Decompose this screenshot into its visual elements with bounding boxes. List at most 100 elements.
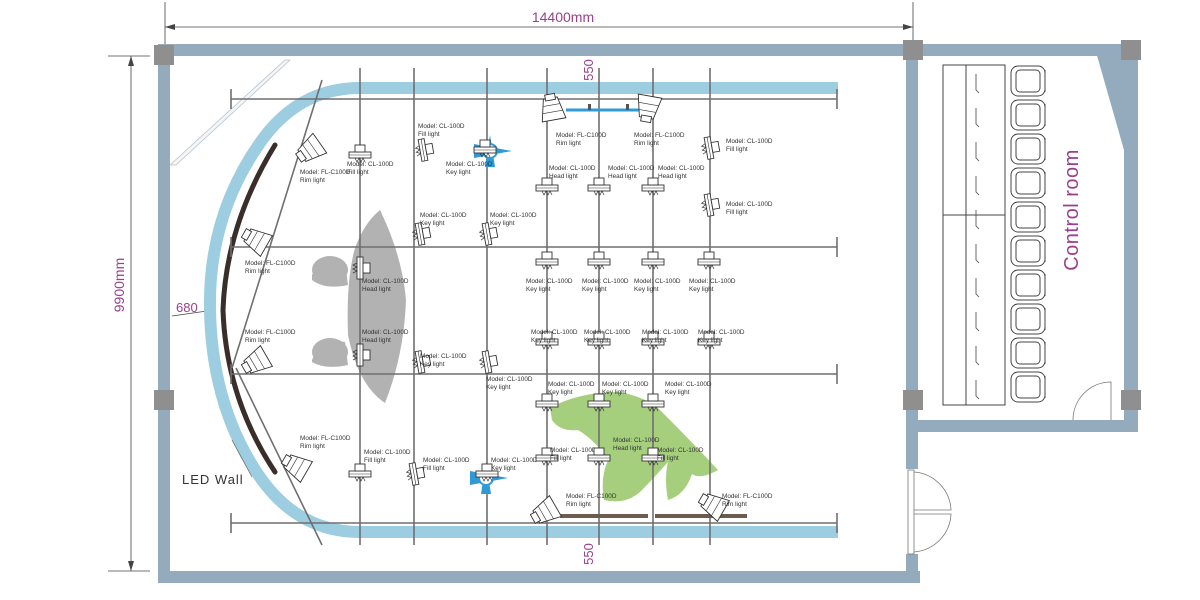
fixture-model: Model: FL-C100D	[722, 493, 773, 500]
chair	[1010, 337, 1046, 369]
monitor	[975, 312, 980, 332]
fixture-role: Key light	[634, 286, 659, 293]
fresnel-light-icon	[541, 92, 567, 123]
chair	[1010, 201, 1046, 233]
fixture-model: Model: FL-C100D	[300, 169, 351, 176]
panel-light-icon	[535, 177, 559, 196]
fresnel-light-icon	[240, 344, 274, 374]
panel-light-icon	[587, 177, 611, 196]
fixture-role: Fill light	[423, 465, 445, 472]
panel-light-icon	[587, 251, 611, 270]
fixture-model: Model: CL-100D	[362, 278, 409, 285]
fresnel-light-icon	[240, 228, 274, 258]
panel-light-icon	[641, 177, 665, 196]
chair	[1010, 65, 1046, 97]
dimension-width: 14400mm	[532, 9, 594, 25]
fixture-model: Model: CL-100D	[364, 449, 411, 456]
dimension-track-top: 550	[581, 59, 596, 81]
fixture-model: Model: CL-100D	[634, 278, 681, 285]
fixture-role: Rim light	[556, 140, 581, 147]
panel-light-icon	[535, 331, 559, 350]
fixture-role: Fill light	[726, 146, 748, 153]
led-wall	[220, 142, 278, 475]
fixture-role: Rim light	[300, 443, 325, 450]
panel-light-icon	[473, 139, 497, 158]
fixture-role: Key light	[548, 389, 573, 396]
fixture-role: Key light	[584, 337, 609, 344]
fixture-model: Model: CL-100D	[486, 376, 533, 383]
fixture-model: Model: CL-100D	[490, 212, 537, 219]
panel-light-icon	[535, 393, 559, 412]
monitor	[975, 278, 980, 298]
fixture-role: Fill light	[657, 455, 679, 462]
control-room-door[interactable]	[1072, 381, 1112, 421]
fixture-model: Model: CL-100D	[526, 278, 573, 285]
fixture-role: Head light	[658, 173, 687, 180]
dimension-wall-offset: 680	[176, 300, 198, 315]
control-room-chairs	[1010, 65, 1046, 403]
monitor	[975, 380, 980, 400]
fixture-role: Head light	[549, 173, 578, 180]
panel-light-icon	[478, 222, 499, 246]
fixture-role: Rim light	[300, 177, 325, 184]
fixture-model: Model: CL-100D	[658, 165, 705, 172]
chair	[1010, 303, 1046, 335]
monitor	[975, 346, 980, 366]
panel-light-icon	[587, 393, 611, 412]
led-wall-label: LED Wall	[182, 472, 244, 487]
fresnel-light-icon	[637, 93, 663, 124]
fixture-model: Model: CL-100D	[531, 329, 578, 336]
dimension-lines	[108, 2, 914, 572]
studio-double-door[interactable]	[907, 469, 952, 555]
fixture-role: Key light	[420, 220, 445, 227]
panel-light-icon	[411, 222, 432, 246]
fixture-model: Model: CL-100D	[491, 457, 538, 464]
fixture-model: Model: FL-C100D	[566, 493, 617, 500]
fixture-role: Head light	[362, 337, 391, 344]
fixture-role: Key light	[446, 169, 471, 176]
spotlights	[470, 135, 512, 494]
panel-light-icon	[697, 331, 721, 350]
fixture-role: Key light	[689, 286, 714, 293]
panel-light-icon	[478, 350, 499, 374]
corner-wedge	[168, 59, 292, 166]
fixture-role: Fill light	[726, 209, 748, 216]
fixture-role: Fill light	[418, 131, 440, 138]
control-room-angled-wall	[1096, 52, 1138, 250]
wall-columns	[154, 40, 1141, 410]
fixture-model: Model: CL-100D	[613, 437, 660, 444]
fixture-role: Head light	[608, 173, 637, 180]
fixture-role: Head light	[362, 286, 391, 293]
chair	[1010, 133, 1046, 165]
fixture-role: Fill light	[347, 169, 369, 176]
fixture-model: Model: FL-C100D	[300, 435, 351, 442]
monitor	[975, 210, 980, 230]
fixture-role: Key light	[420, 361, 445, 368]
fresnel-light-icon	[295, 132, 328, 163]
fixture-model: Model: FL-C100D	[245, 260, 296, 267]
panel-light-icon	[641, 447, 665, 466]
